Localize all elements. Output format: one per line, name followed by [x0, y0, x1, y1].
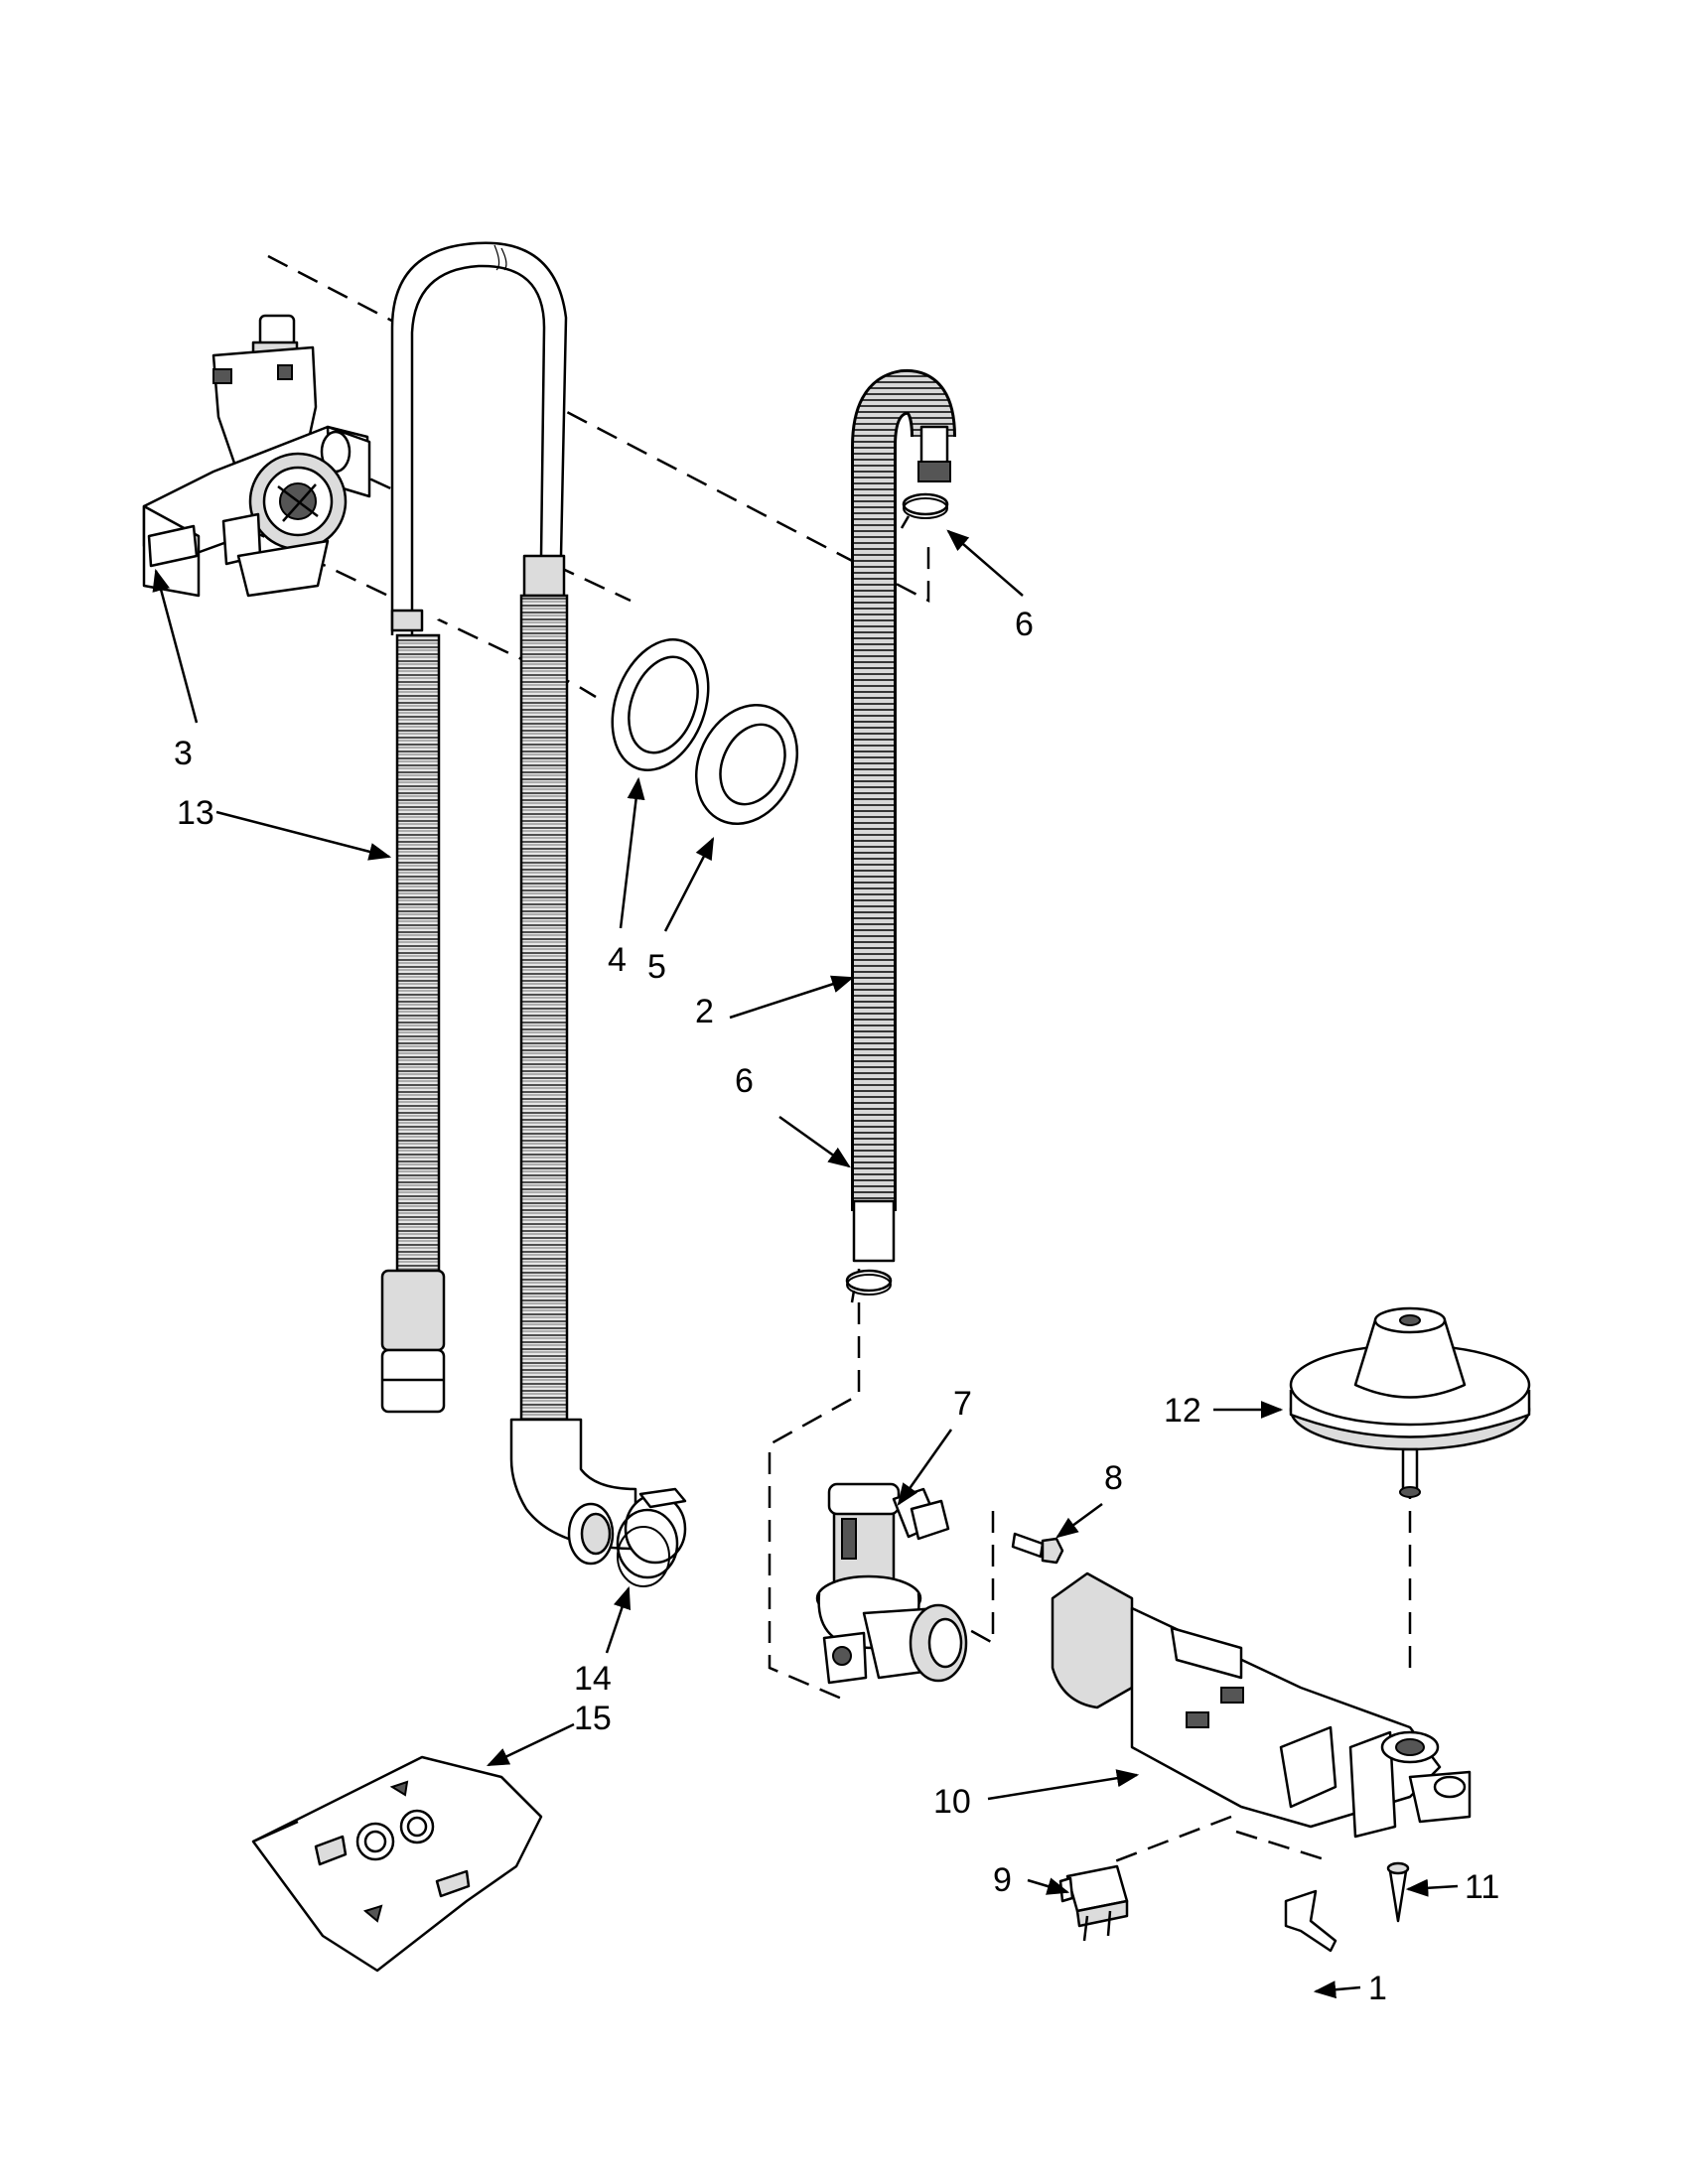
assembly-lines	[183, 254, 1412, 1866]
callout-1: 1	[1368, 1970, 1387, 2007]
fill-hose	[851, 368, 956, 1263]
water-valve	[815, 1482, 968, 1685]
parts-bag	[251, 1755, 543, 1973]
callout-11: 11	[1465, 1868, 1499, 1906]
callout-5: 5	[647, 948, 666, 986]
callout-15: 15	[574, 1700, 612, 1737]
leader-arrows	[152, 529, 1459, 1999]
screw-8	[1011, 1532, 1064, 1565]
callout-labels: 1 2 3 4 5 6 6 7 8 9 10 11 12 13 14 15	[174, 606, 1499, 2007]
callout-4: 4	[608, 941, 627, 979]
float-switch	[1058, 1864, 1129, 1942]
air-gap-bracket	[142, 314, 371, 598]
callout-6-top: 6	[1015, 606, 1034, 643]
screw-11	[1386, 1861, 1410, 1923]
callout-10: 10	[933, 1783, 971, 1821]
float-lever	[1284, 1889, 1337, 1953]
callout-14: 14	[574, 1660, 612, 1698]
callout-2: 2	[695, 993, 714, 1030]
drain-hose	[380, 241, 637, 1566]
callout-8: 8	[1104, 1459, 1123, 1497]
callout-9: 9	[993, 1861, 1012, 1899]
float	[1289, 1306, 1531, 1498]
callout-13: 13	[177, 794, 214, 832]
callout-3: 3	[174, 735, 193, 772]
callout-6-bottom: 6	[735, 1062, 754, 1100]
nut-and-washer	[611, 638, 799, 825]
callout-7: 7	[953, 1385, 972, 1423]
float-switch-bracket	[1051, 1571, 1472, 1839]
hose-clamp-bottom	[845, 1269, 893, 1303]
callout-12: 12	[1164, 1392, 1201, 1430]
spring-clamp	[616, 1487, 687, 1587]
hose-clamp-top	[900, 492, 949, 529]
